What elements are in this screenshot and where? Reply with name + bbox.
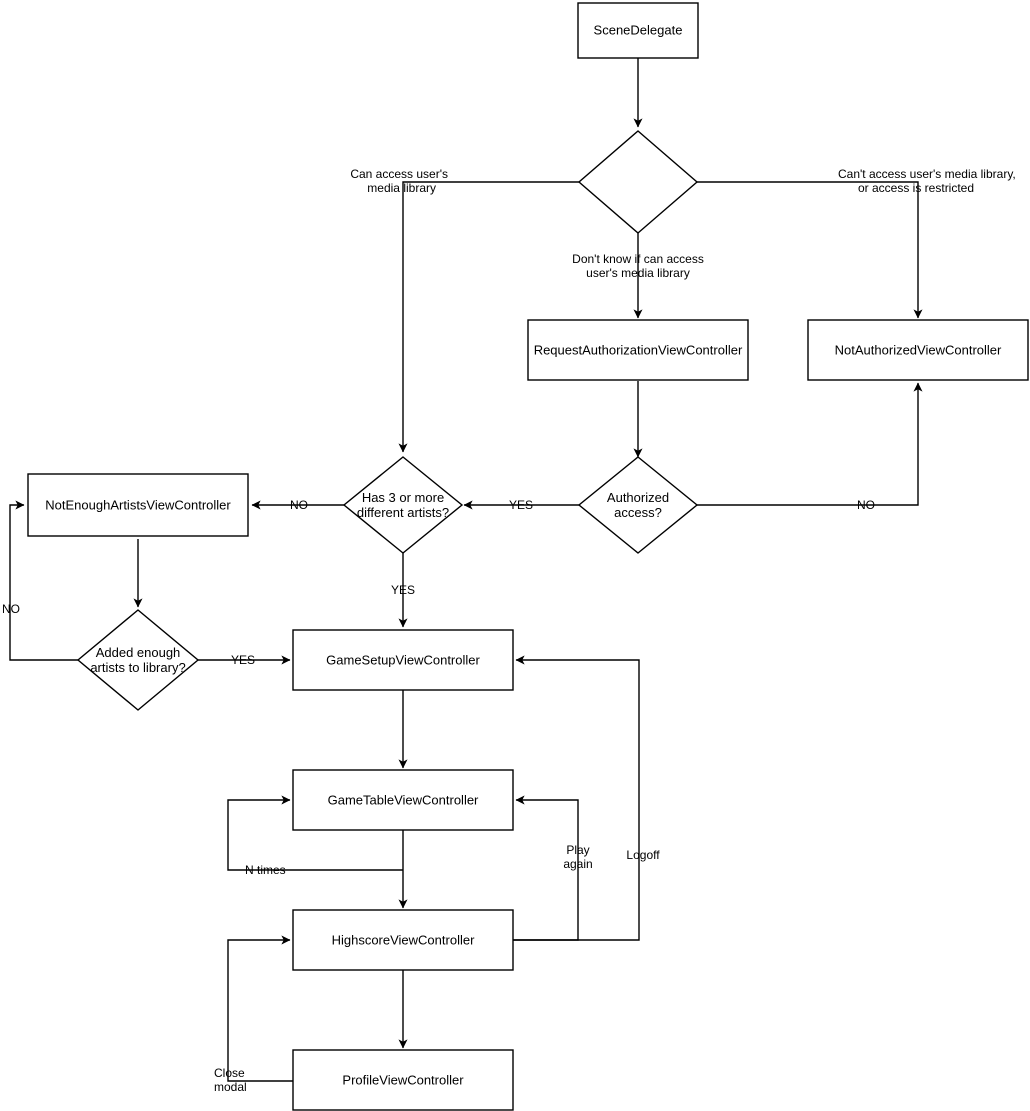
added-enough-label-line1: Added enough [96, 645, 181, 660]
node-not-authorized[interactable]: NotAuthorizedViewController [807, 319, 1029, 381]
highscore-label: HighscoreViewController [332, 932, 475, 947]
profile-label: ProfileViewController [342, 1072, 464, 1087]
not-authorized-box[interactable] [807, 319, 1029, 381]
node-request-authorization[interactable]: RequestAuthorizationViewController [527, 319, 749, 381]
label-play-again: Play again [563, 843, 592, 871]
node-has-artists[interactable]: Has 3 or more different artists? [342, 456, 464, 554]
node-game-setup[interactable]: GameSetupViewController [292, 629, 514, 691]
node-profile[interactable]: ProfileViewController [292, 1049, 514, 1111]
node-scene-delegate[interactable]: SceneDelegate [577, 2, 699, 59]
play-again-line1: Play [566, 843, 589, 857]
dont-know-line2: user's media library [586, 266, 690, 280]
request-authorization-box[interactable] [527, 319, 749, 381]
close-modal-line2: modal [214, 1080, 247, 1094]
label-close-modal: Close modal [214, 1066, 247, 1094]
highscore-box[interactable] [292, 909, 514, 971]
has-artists-label-line1: Has 3 or more [362, 490, 444, 505]
can-access-line2: media library [367, 181, 436, 195]
label-cant-access: Can't access user's media library, or ac… [838, 167, 1016, 195]
label-can-access: Can access user's media library [350, 167, 448, 195]
label-has-artists-yes: YES [391, 583, 415, 597]
label-authorized-no: NO [857, 498, 875, 512]
edge-can-access-to-has-artists [398, 181, 580, 453]
game-table-label: GameTableViewController [328, 792, 479, 807]
cant-access-line1: Can't access user's media library, [838, 167, 1016, 181]
edge-added-enough-no-loop [9, 500, 78, 661]
label-added-enough-no: NO [2, 602, 20, 616]
node-added-enough[interactable]: Added enough artists to library? [76, 609, 200, 711]
edge-authorized-no-to-not-authorized [696, 382, 923, 506]
not-enough-artists-label: NotEnoughArtistsViewController [45, 497, 231, 512]
play-again-line2: again [563, 857, 592, 871]
authorized-access-label-line2: access? [614, 505, 662, 520]
label-dont-know: Don't know if can access user's media li… [572, 252, 704, 280]
label-added-enough-yes: YES [231, 653, 255, 667]
game-table-box[interactable] [292, 769, 514, 831]
has-artists-diamond[interactable] [342, 456, 464, 554]
has-artists-label-line2: different artists? [357, 505, 449, 520]
added-enough-label-line2: artists to library? [90, 660, 185, 675]
label-has-artists-no: NO [290, 498, 308, 512]
node-media-access-decision[interactable] [577, 130, 699, 234]
dont-know-line1: Don't know if can access [572, 252, 704, 266]
cant-access-line2: or access is restricted [858, 181, 974, 195]
scene-delegate-box[interactable] [577, 2, 699, 59]
request-authorization-label: RequestAuthorizationViewController [534, 342, 743, 357]
label-logoff: Logoff [626, 848, 660, 862]
scene-delegate-label: SceneDelegate [594, 22, 683, 37]
can-access-line1: Can access user's [350, 167, 448, 181]
node-authorized-access[interactable]: Authorized access? [577, 456, 699, 554]
node-not-enough-artists[interactable]: NotEnoughArtistsViewController [27, 473, 249, 537]
profile-box[interactable] [292, 1049, 514, 1111]
not-authorized-label: NotAuthorizedViewController [835, 342, 1002, 357]
game-setup-label: GameSetupViewController [326, 652, 480, 667]
edge-logoff-to-game-setup [513, 655, 640, 941]
edge-cant-access-to-not-authorized [696, 181, 923, 319]
node-highscore[interactable]: HighscoreViewController [292, 909, 514, 971]
game-setup-box[interactable] [292, 629, 514, 691]
not-enough-artists-box[interactable] [27, 473, 249, 537]
authorized-access-label-line1: Authorized [607, 490, 669, 505]
node-game-table[interactable]: GameTableViewController [292, 769, 514, 831]
added-enough-diamond[interactable] [76, 609, 200, 711]
edge-close-modal-to-highscore [227, 935, 293, 1082]
label-authorized-yes: YES [509, 498, 533, 512]
edge-n-times-loop [227, 795, 403, 871]
authorized-access-diamond[interactable] [577, 456, 699, 554]
close-modal-line1: Close [214, 1066, 245, 1080]
media-access-decision-diamond[interactable] [577, 130, 699, 234]
label-n-times: N times [245, 863, 286, 877]
